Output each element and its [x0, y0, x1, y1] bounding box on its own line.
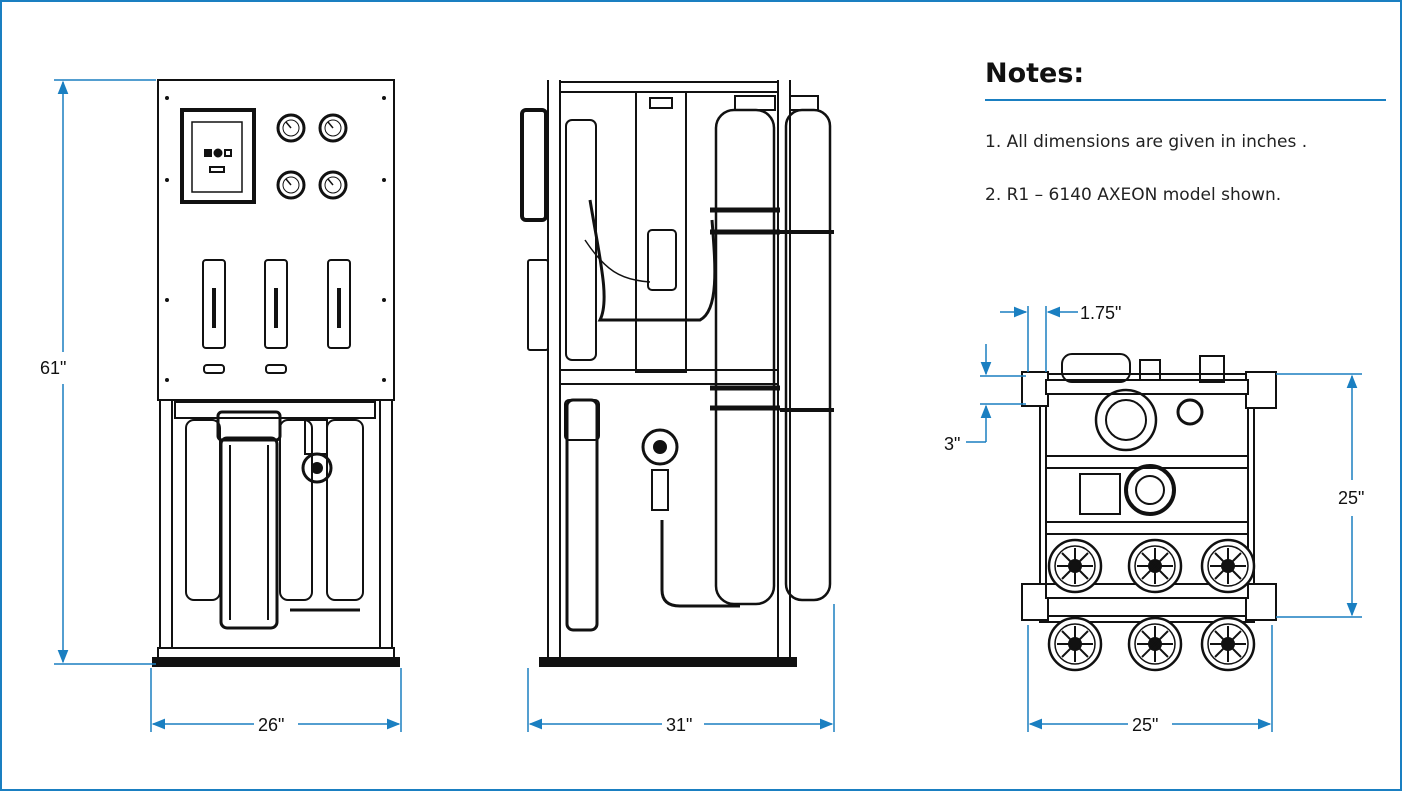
top-depth-label: 25" — [1338, 488, 1364, 508]
side-width-label: 31" — [666, 715, 692, 735]
membrane-vessel-side-1 — [714, 108, 776, 606]
top-offset-label: 1.75" — [1080, 303, 1121, 323]
note-item: 1. All dimensions are given in inches . — [985, 132, 1308, 152]
front-control-panel — [157, 79, 395, 401]
front-height-label: 61" — [40, 358, 66, 378]
side-view — [520, 80, 834, 667]
top-view — [1021, 353, 1277, 672]
front-width-label: 26" — [258, 715, 284, 735]
controller-box — [180, 108, 256, 204]
corner-bracket — [1021, 371, 1049, 407]
membrane-vessel-side-2 — [784, 108, 832, 602]
prefilter-housing — [216, 410, 282, 442]
note-item: 2. R1 – 6140 AXEON model shown. — [985, 185, 1282, 205]
flow-meter-icon — [202, 259, 351, 349]
top-margin-label: 3" — [944, 434, 960, 454]
membrane-vessel — [185, 419, 221, 601]
pump-wheel-icon — [1047, 538, 1256, 672]
notes-title: Notes: — [985, 58, 1085, 89]
front-view — [152, 79, 400, 667]
top-width-label: 25" — [1132, 715, 1158, 735]
